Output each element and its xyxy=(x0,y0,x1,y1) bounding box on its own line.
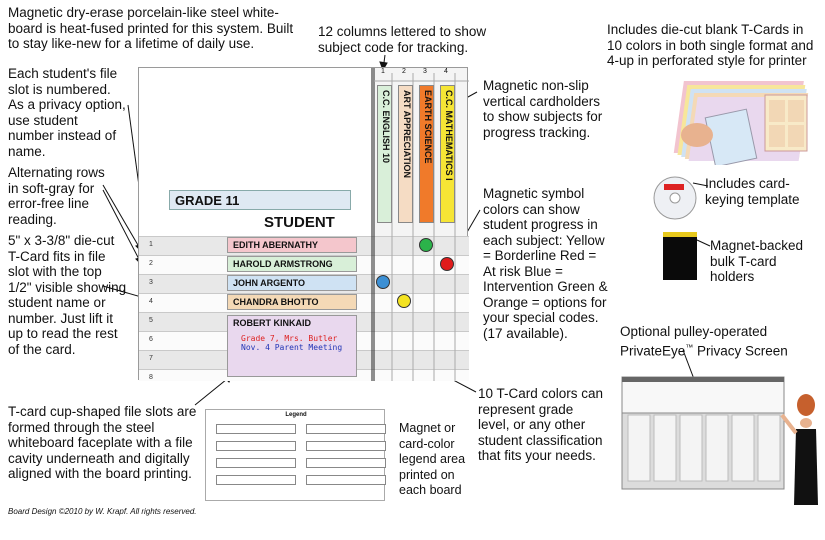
blank-cards-note: Includes die-cut blank T-Cards in 10 col… xyxy=(607,22,814,68)
holders-note: Magnetic non-slip vertical cardholders t… xyxy=(483,78,603,140)
student-tcard-lifted[interactable]: ROBERT KINKAID Grade 7, Mrs. Butler Nov.… xyxy=(227,315,357,377)
tcard-size-note: 5" x 3-3/8" die-cut T-Card fits in file … xyxy=(8,233,127,357)
privacy-screen-image xyxy=(620,375,820,505)
green-magnet[interactable] xyxy=(419,238,433,252)
student-tcard[interactable]: EDITH ABERNATHY xyxy=(227,237,357,253)
student-tcard[interactable]: CHANDRA BHOTTO xyxy=(227,294,357,310)
yellow-magnet[interactable] xyxy=(397,294,411,308)
keying-note: Includes card-keying template xyxy=(705,176,800,207)
student-name: ROBERT KINKAID xyxy=(233,318,311,328)
red-magnet[interactable] xyxy=(440,257,454,271)
columns-note: 12 columns lettered to show subject code… xyxy=(318,24,487,55)
keying-cd-image xyxy=(652,175,698,221)
tcard-colors-note: 10 T-Card colors can represent grade lev… xyxy=(478,386,604,463)
legend-panel: Legend xyxy=(205,409,386,501)
card-note: Grade 7, Mrs. Butler xyxy=(241,334,338,343)
subject-card[interactable]: ART APPRECIATION xyxy=(398,85,413,223)
tcard-stack-image xyxy=(665,73,815,168)
subject-card[interactable]: C.C. ENGLISH 10 xyxy=(377,85,392,223)
column-number: 4 xyxy=(444,68,448,75)
column-number: 1 xyxy=(381,68,385,75)
numbered-note: Each student's file slot is numbered. As… xyxy=(8,66,126,159)
student-tcard[interactable]: JOHN ARGENTO xyxy=(227,275,357,291)
porcelain-note: Magnetic dry-erase porcelain-like steel … xyxy=(8,5,294,51)
subject-columns: 1 2 3 4 C.C. ENGLISH 10 ART APPRECIATION… xyxy=(371,68,469,381)
alternating-note: Alternating rows in soft-gray for error-… xyxy=(8,165,105,227)
privacy-note: Optional pulley-operated PrivateEye™ Pri… xyxy=(620,324,788,358)
copyright: Board Design ©2010 by W. Krapf. All righ… xyxy=(8,507,197,516)
card-note: Nov. 4 Parent Meeting xyxy=(241,343,343,352)
bulk-note: Magnet-backed bulk T-card holders xyxy=(710,238,804,284)
legend-note: Magnet or card-color legend area printed… xyxy=(399,421,466,497)
subject-card[interactable]: C.C. MATHEMATICS I xyxy=(440,85,455,223)
grade-title: GRADE 11 xyxy=(169,190,351,210)
cup-slots-note: T-card cup-shaped file slots are formed … xyxy=(8,404,197,481)
symbols-note: Magnetic symbol colors can show student … xyxy=(483,186,608,341)
column-number: 3 xyxy=(423,68,427,75)
blue-magnet[interactable] xyxy=(376,275,390,289)
student-header: STUDENT xyxy=(264,214,335,231)
column-number: 2 xyxy=(402,68,406,75)
bulk-holder-image xyxy=(663,232,697,280)
legend-title: Legend xyxy=(285,412,307,418)
subject-card[interactable]: EARTH SCIENCE xyxy=(419,85,434,223)
student-tcard[interactable]: HAROLD ARMSTRONG xyxy=(227,256,357,272)
whiteboard: GRADE 11 STUDENT 1 2 3 4 5 6 7 8 1 2 3 4… xyxy=(138,67,469,381)
